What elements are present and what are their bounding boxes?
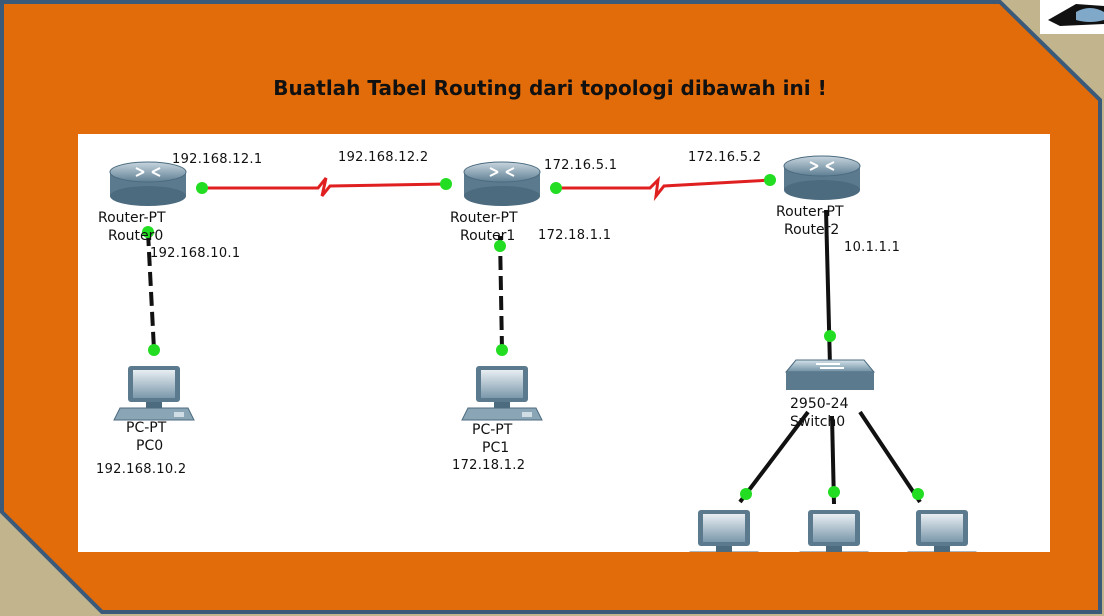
router1-name-label: Router1 bbox=[460, 228, 516, 244]
topology-panel: Router-PT Router0 Router-PT Router1 Rout… bbox=[78, 134, 1050, 552]
topology-diagram bbox=[109, 155, 983, 552]
link-switch-pc-c bbox=[858, 410, 922, 504]
pc0-ip-label: 192.168.10.2 bbox=[96, 462, 187, 477]
pc1-icon[interactable] bbox=[461, 365, 543, 421]
r1-serial-left-ip-label: 192.168.12.2 bbox=[338, 150, 429, 165]
router2-icon[interactable] bbox=[783, 155, 861, 201]
pc0-icon[interactable] bbox=[113, 365, 195, 421]
r1-lan-ip-label: 172.18.1.1 bbox=[538, 228, 612, 243]
slide-title: Buatlah Tabel Routing dari topologi diba… bbox=[273, 76, 827, 100]
r0-lan-ip-label: 192.168.10.1 bbox=[150, 246, 241, 261]
router0-type-label: Router-PT bbox=[98, 210, 166, 226]
corner-image bbox=[1040, 0, 1104, 34]
router2-type-label: Router-PT bbox=[776, 204, 844, 220]
switch0-name-label: Switch0 bbox=[790, 414, 846, 430]
serial-link-r0-r1 bbox=[204, 177, 447, 197]
serial-link-r1-r2 bbox=[556, 175, 773, 202]
r2-serial-ip-label: 172.16.5.2 bbox=[688, 150, 762, 165]
r1-serial-right-ip-label: 172.16.5.1 bbox=[544, 158, 618, 173]
pc-a-icon[interactable] bbox=[683, 509, 765, 552]
link-switch-pc-a bbox=[738, 410, 810, 504]
r0-serial-ip-label: 192.168.12.1 bbox=[172, 152, 263, 167]
pc0-name-label: PC0 bbox=[136, 438, 164, 454]
link-r1-pc1 bbox=[498, 235, 504, 351]
pc-c-icon[interactable] bbox=[901, 509, 983, 552]
switch0-icon[interactable] bbox=[785, 359, 875, 391]
pc1-type-label: PC-PT bbox=[472, 422, 513, 438]
router1-type-label: Router-PT bbox=[450, 210, 518, 226]
pc0-type-label: PC-PT bbox=[126, 420, 167, 436]
router0-icon[interactable] bbox=[109, 161, 187, 207]
router0-name-label: Router0 bbox=[108, 228, 164, 244]
link-dots bbox=[142, 174, 924, 500]
r2-lan-ip-label: 10.1.1.1 bbox=[844, 240, 901, 255]
pc-b-icon[interactable] bbox=[793, 509, 875, 552]
pc1-name-label: PC1 bbox=[482, 440, 510, 456]
pc1-ip-label: 172.18.1.2 bbox=[452, 458, 526, 473]
router2-name-label: Router2 bbox=[784, 222, 840, 238]
switch0-model-label: 2950-24 bbox=[790, 396, 849, 412]
router1-icon[interactable] bbox=[463, 161, 541, 207]
